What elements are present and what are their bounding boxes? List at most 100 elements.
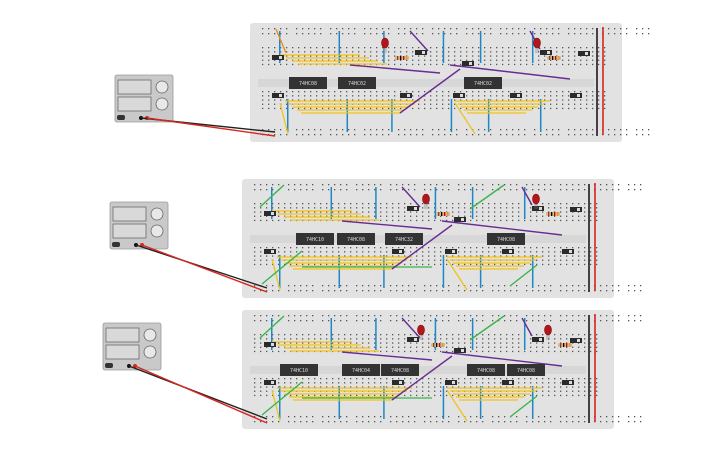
switch-knob[interactable] bbox=[271, 343, 274, 346]
ic-chip[interactable]: 74HC08 bbox=[487, 233, 525, 245]
wire-purple[interactable] bbox=[349, 64, 441, 74]
ic-chip[interactable]: 74HC04 bbox=[342, 364, 380, 376]
wire-yellow[interactable] bbox=[446, 258, 468, 291]
wire-purple[interactable] bbox=[401, 186, 421, 208]
wire-purple[interactable] bbox=[441, 351, 563, 367]
wire-yellow[interactable] bbox=[279, 102, 289, 135]
slide-switch[interactable] bbox=[454, 217, 466, 222]
slide-switch[interactable] bbox=[264, 342, 276, 347]
slide-switch[interactable] bbox=[272, 93, 284, 98]
wire-purple[interactable] bbox=[449, 64, 571, 80]
switch-knob[interactable] bbox=[539, 207, 542, 210]
slide-switch[interactable] bbox=[264, 249, 276, 254]
switch-knob[interactable] bbox=[271, 212, 274, 215]
switch-knob[interactable] bbox=[452, 381, 455, 384]
power-lead-wire[interactable] bbox=[134, 365, 268, 424]
ic-chip[interactable]: 74HC32 bbox=[385, 233, 423, 245]
slide-switch[interactable] bbox=[532, 206, 544, 211]
switch-knob[interactable] bbox=[469, 62, 472, 65]
switch-knob[interactable] bbox=[407, 94, 410, 97]
wire-green[interactable] bbox=[469, 315, 505, 341]
wire-purple[interactable] bbox=[391, 355, 453, 401]
slide-switch[interactable] bbox=[462, 61, 474, 66]
wire-purple[interactable] bbox=[401, 317, 421, 339]
slide-switch[interactable] bbox=[540, 50, 552, 55]
wire-purple[interactable] bbox=[391, 224, 453, 270]
power-switch[interactable] bbox=[105, 363, 113, 368]
switch-knob[interactable] bbox=[585, 52, 588, 55]
wire-yellow[interactable] bbox=[454, 102, 476, 135]
wire-purple[interactable] bbox=[409, 30, 429, 52]
ic-chip[interactable]: 74HC10 bbox=[280, 364, 318, 376]
switch-knob[interactable] bbox=[569, 250, 572, 253]
switch-knob[interactable] bbox=[422, 51, 425, 54]
slide-switch[interactable] bbox=[570, 93, 582, 98]
ic-chip[interactable]: 74HC08 bbox=[337, 233, 375, 245]
wire-green[interactable] bbox=[259, 315, 285, 339]
slide-switch[interactable] bbox=[502, 249, 514, 254]
slide-switch[interactable] bbox=[578, 51, 590, 56]
ic-chip[interactable]: 74HC08 bbox=[381, 364, 419, 376]
switch-knob[interactable] bbox=[271, 250, 274, 253]
current-knob[interactable] bbox=[143, 345, 157, 359]
power-switch[interactable] bbox=[117, 115, 125, 120]
switch-knob[interactable] bbox=[577, 339, 580, 342]
slide-switch[interactable] bbox=[454, 348, 466, 353]
wire-green[interactable] bbox=[469, 184, 505, 210]
wire-green[interactable] bbox=[259, 184, 285, 208]
wire-green[interactable] bbox=[509, 395, 538, 418]
slide-switch[interactable] bbox=[392, 380, 404, 385]
switch-knob[interactable] bbox=[460, 94, 463, 97]
switch-knob[interactable] bbox=[461, 218, 464, 221]
switch-knob[interactable] bbox=[414, 338, 417, 341]
wire-yellow[interactable] bbox=[271, 389, 281, 422]
slide-switch[interactable] bbox=[562, 249, 574, 254]
switch-knob[interactable] bbox=[271, 381, 274, 384]
wire-orange[interactable] bbox=[275, 28, 287, 54]
ic-chip[interactable]: 74HC08 bbox=[467, 364, 505, 376]
voltage-knob[interactable] bbox=[155, 80, 169, 94]
slide-switch[interactable] bbox=[562, 380, 574, 385]
wire-purple[interactable] bbox=[521, 186, 533, 206]
switch-knob[interactable] bbox=[539, 338, 542, 341]
switch-knob[interactable] bbox=[279, 56, 282, 59]
slide-switch[interactable] bbox=[415, 50, 427, 55]
switch-knob[interactable] bbox=[461, 349, 464, 352]
wire-green[interactable] bbox=[261, 250, 303, 285]
ic-chip[interactable]: 74HC10 bbox=[296, 233, 334, 245]
slide-switch[interactable] bbox=[264, 380, 276, 385]
switch-knob[interactable] bbox=[452, 250, 455, 253]
wire-purple[interactable] bbox=[341, 351, 433, 361]
ground-lead-wire[interactable] bbox=[135, 244, 268, 289]
slide-switch[interactable] bbox=[570, 207, 582, 212]
switch-knob[interactable] bbox=[399, 250, 402, 253]
wire-yellow[interactable] bbox=[446, 389, 468, 422]
slide-switch[interactable] bbox=[570, 338, 582, 343]
power-lead-wire[interactable] bbox=[141, 244, 268, 293]
switch-knob[interactable] bbox=[399, 381, 402, 384]
switch-knob[interactable] bbox=[577, 208, 580, 211]
switch-knob[interactable] bbox=[509, 381, 512, 384]
wire-yellow[interactable] bbox=[271, 258, 281, 291]
slide-switch[interactable] bbox=[445, 249, 457, 254]
switch-knob[interactable] bbox=[279, 94, 282, 97]
slide-switch[interactable] bbox=[407, 206, 419, 211]
switch-knob[interactable] bbox=[509, 250, 512, 253]
switch-knob[interactable] bbox=[517, 94, 520, 97]
slide-switch[interactable] bbox=[502, 380, 514, 385]
switch-knob[interactable] bbox=[577, 94, 580, 97]
wire-purple[interactable] bbox=[341, 220, 433, 230]
current-knob[interactable] bbox=[150, 224, 164, 238]
power-lead-wire[interactable] bbox=[146, 117, 276, 137]
wire-green[interactable] bbox=[261, 381, 303, 416]
wire-purple[interactable] bbox=[399, 68, 461, 114]
slide-switch[interactable] bbox=[445, 380, 457, 385]
power-supply[interactable] bbox=[102, 322, 162, 371]
power-supply[interactable] bbox=[114, 74, 174, 123]
slide-switch[interactable] bbox=[400, 93, 412, 98]
slide-switch[interactable] bbox=[264, 211, 276, 216]
ic-chip[interactable]: 74HC02 bbox=[338, 77, 376, 89]
ic-chip[interactable]: 74HC02 bbox=[464, 77, 502, 89]
voltage-knob[interactable] bbox=[150, 207, 164, 221]
voltage-knob[interactable] bbox=[143, 328, 157, 342]
